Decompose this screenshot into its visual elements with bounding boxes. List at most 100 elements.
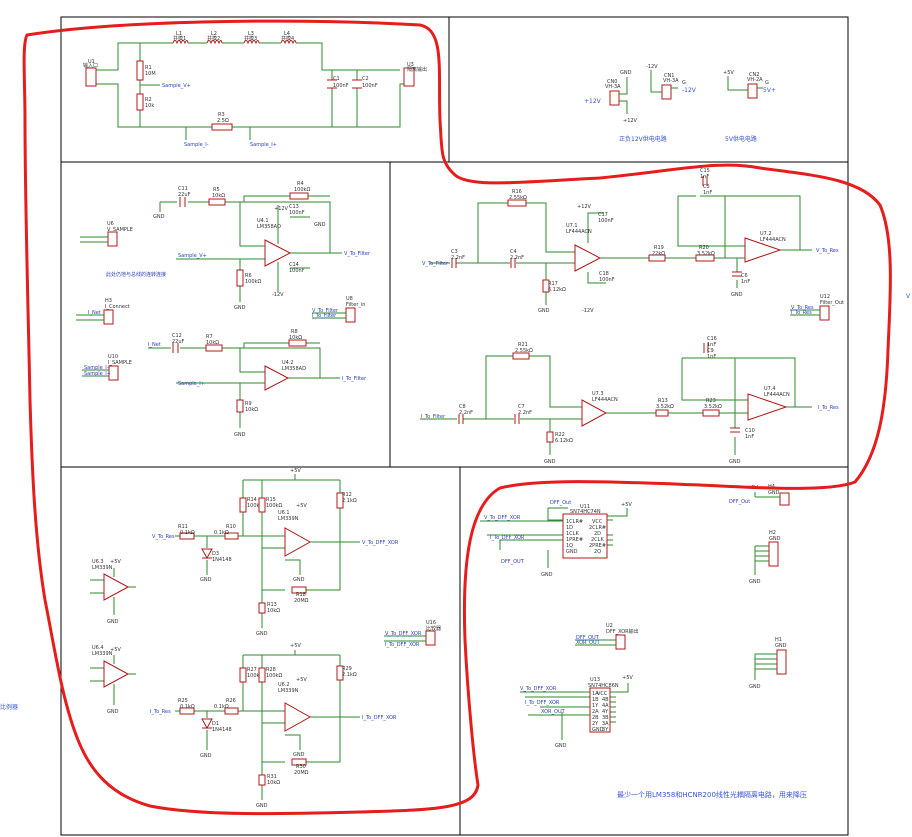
c4-label: C4 [510,249,517,255]
u6-3-gnd: GND [107,619,119,625]
u11-pin: 2PRE# [589,543,606,549]
u6-1-gnd: GND [293,577,305,583]
cn2-g: G [765,80,769,86]
c8-value: 2.2nF [459,410,473,416]
c6-label: C6 [741,273,748,279]
inductor-l4-value: 共模4 [281,35,294,42]
net-cmp-i-to-diff: I_To_DFF_XOR [362,715,397,721]
u11-pins-left: 1CLR# 1D 1CLK 1PRE# 1Q GND [566,519,583,555]
r4-label: R4 [297,181,304,187]
u13-label: U13 [590,677,600,683]
resistor-r3-label: R3 [218,112,225,118]
ic-u11 [562,513,608,559]
u13-pin: 4Y [602,709,609,715]
r22-label: R22 [555,432,565,438]
capacitor-c1 [327,79,337,89]
u2-label: U2 [606,623,613,629]
resistor-r3 [211,123,233,131]
net-dff-out: DFF_Out [550,500,571,506]
resistor-r8 [288,339,307,347]
inductor-l2-label: L2 [211,31,217,37]
net-u11-i-diff: I_To_DFF_XOR [490,535,525,541]
u13-gnd: GND [555,743,567,749]
u7-1-value: LF444ACN [566,229,592,235]
resistor-r1-value: 10M [145,71,156,77]
u6-4-label: U6.4 [92,645,104,651]
annotation-outline-left [22,19,892,816]
net-i-net-in: I_Net [148,342,161,348]
r13-gnd: GND [256,631,268,637]
resistor-r5 [208,198,226,206]
c9-label: C9 [707,348,714,354]
net-u13-xor-out: XOR_OUT [541,709,566,715]
inductor-l3 [243,40,260,45]
cn2-plus5: +5V [723,70,734,76]
connector-u3-label: U3 [407,62,414,68]
u12-label: U12 [820,294,830,300]
red-annotation-outlines [22,19,892,816]
u13-pin: 2Y [592,721,599,727]
inductor-l3-value: 共模3 [244,35,257,42]
capacitor-c1-value: 100nF [333,83,349,89]
resistor-r10 [224,532,239,540]
inductor-l3-label: L3 [248,31,254,37]
opamp-u7-2 [744,237,782,263]
c16-label: C16 [707,336,717,342]
resistor-r30 [291,758,307,766]
connector-h1 [776,649,787,675]
u11-value: SN74HC74N [570,509,601,515]
comparator-u6-2 [284,702,312,732]
r27-value: 100kΩ [247,673,263,679]
capacitor-c7 [514,414,520,424]
u4-plus12: +12V [274,206,289,212]
net-cmp-i-to-res: I_To_Res [150,709,171,715]
filter-section: U7.1 LF444ACN R16 2.55kΩ C3 2.2nF C4 2.2… [420,168,844,465]
capacitor-c8 [458,414,464,424]
net-u10-sample-i-minus: Sample_I- [84,365,109,371]
net-i-to-filter: I_To_Filter [342,376,367,382]
resistor-r21 [512,352,530,360]
r5-label: R5 [213,187,220,193]
c11-label: C11 [178,186,188,192]
resistor-r12 [336,492,344,509]
r30-value: 20MΩ [294,770,309,776]
plus12-note: +12V [584,98,602,105]
r8-value: 10kΩ [289,335,302,341]
h3-name: I_Connect [105,304,130,310]
net-u13-v-diff: V_To_DFF_XOR [520,686,557,692]
resistor-r15 [258,497,266,513]
r19-label: R19 [654,245,664,251]
cn0-gnd: GND [620,70,632,76]
r14-label: R14 [247,497,257,503]
u13-pin: 1A [592,691,599,697]
c15-value: 1nF [700,174,709,180]
cn1-label: CN1 [664,73,674,79]
resistor-r3-value: 2.5Ω [217,118,229,124]
capacitor-c12 [172,343,179,353]
u2-name: DFF_XOR输出 [606,628,639,635]
resistor-r16 [507,199,527,207]
c7-label: C7 [518,404,525,410]
u13-pin: 2B [592,715,599,721]
r16-label: R16 [512,189,522,195]
r19-value: 22kΩ [652,251,665,257]
u7-2-value: LF444ACN [760,237,786,243]
connector-u10 [108,365,119,381]
opamp-u4-2-value: LM358AD [282,366,306,372]
u11-pin: 2CLR# [589,525,606,531]
u13-pin: 4B [602,697,609,703]
connector-u3-sub: 隔离输出 [407,66,427,73]
u13-value: SN74HC86N [588,683,619,689]
u6-4-gnd: GND [107,709,119,715]
d3-label: D3 [212,551,219,557]
plus5-note: 5V+ [763,87,776,94]
r10-value: 0.1kΩ [214,530,229,536]
h1-gnd: GND [749,684,761,690]
u6-1-plus5: +5V [296,503,307,509]
r28-value: 100kΩ [266,673,282,679]
c11-value: 22uF [178,192,191,198]
h1-name: GND [775,643,787,649]
c15-label: C15 [700,168,710,174]
connector-u12 [819,305,830,321]
net-u2-dff-out: DFF_OUT [576,635,600,641]
